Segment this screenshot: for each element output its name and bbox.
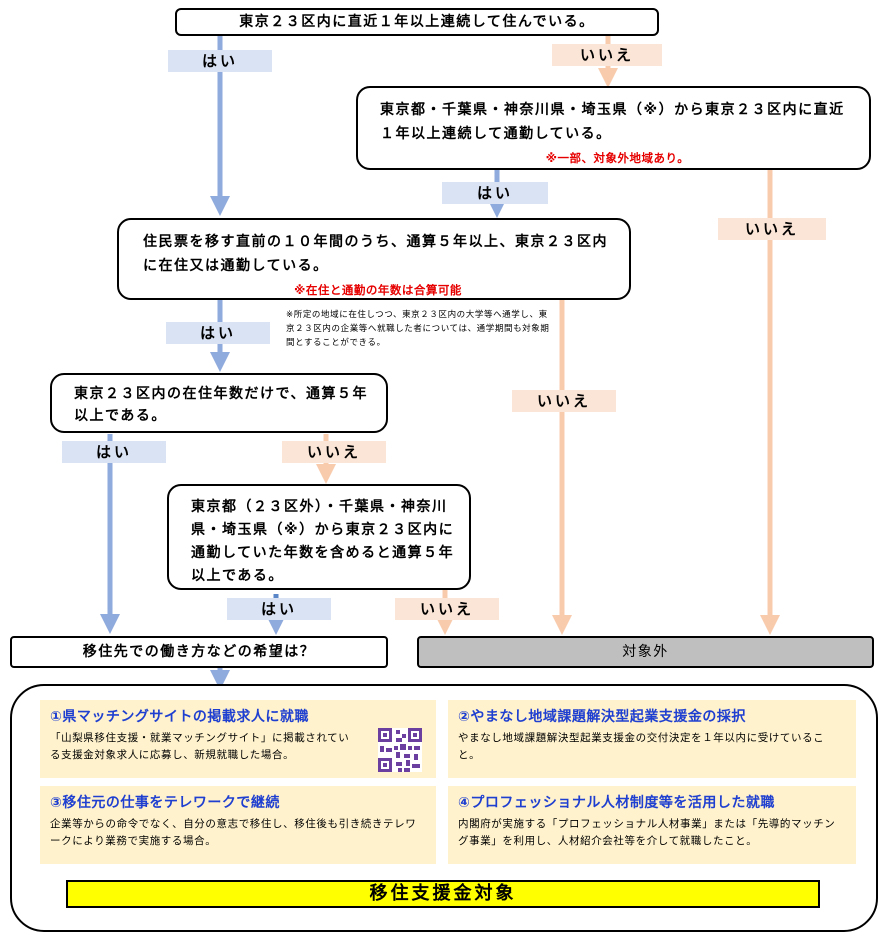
question-5-text: 東京都（２３区外）・千葉県・神奈川県・埼玉県（※）から東京２３区内に通勤していた… (191, 499, 455, 584)
option-4-text: 内閣府が実施する「プロフェッショナル人材事業」または「先導的マッチング事業」を利… (458, 818, 836, 847)
no-label-5: いいえ (395, 598, 499, 620)
option-2-text: やまなし地域課題解決型起業支援金の交付決定を１年以内に受けていること。 (458, 732, 825, 761)
question-1-text: 東京２３区内に直近１年以上連続して住んでいる。 (239, 14, 595, 30)
option-3-text: 企業等からの命令でなく、自分の意志で移住し、移住後も引き続きテレワークにより業務… (50, 818, 417, 847)
excluded-text: 対象外 (622, 644, 669, 660)
question-3-text: 住民票を移す直前の１０年間のうち、通算５年以上、東京２３区内に在住又は通勤してい… (143, 234, 608, 274)
question-6-box: 移住先での働き方などの希望は？ (10, 636, 388, 668)
question-2-text: 東京都・千葉県・神奈川県・埼玉県（※）から東京２３区内に直近１年以上連続して通勤… (380, 102, 845, 142)
excluded-box: 対象外 (417, 636, 874, 668)
option-1-text: 「山梨県移住支援・就業マッチングサイト」に掲載されている支援金対象求人に応募し、… (50, 732, 350, 761)
no-label-2: いいえ (718, 218, 826, 240)
qr-code-icon (378, 728, 422, 772)
yes-label-4: はい (62, 441, 166, 463)
question-3-box: 住民票を移す直前の１０年間のうち、通算５年以上、東京２３区内に在住又は通勤してい… (117, 218, 631, 300)
yes-label-2: はい (442, 182, 548, 204)
question-5-box: 東京都（２３区外）・千葉県・神奈川県・埼玉県（※）から東京２３区内に通勤していた… (167, 484, 471, 590)
option-4-card: ④プロフェッショナル人材制度等を活用した就職 内閣府が実施する「プロフェッショナ… (448, 786, 856, 864)
option-3-card: ③移住元の仕事をテレワークで継続 企業等からの命令でなく、自分の意志で移住し、移… (40, 786, 436, 864)
question-6-text: 移住先での働き方などの希望は？ (82, 644, 316, 660)
question-2-box: 東京都・千葉県・神奈川県・埼玉県（※）から東京２３区内に直近１年以上連続して通勤… (356, 86, 871, 170)
no-label-3: いいえ (512, 390, 616, 412)
question-4-text: 東京２３区内の在住年数だけで、通算５年以上である。 (74, 386, 368, 424)
option-2-title: ②やまなし地域課題解決型起業支援金の採択 (458, 709, 746, 725)
option-1-card: ①県マッチングサイトの掲載求人に就職 「山梨県移住支援・就業マッチングサイト」に… (40, 700, 436, 778)
option-2-card: ②やまなし地域課題解決型起業支援金の採択 やまなし地域課題解決型起業支援金の交付… (448, 700, 856, 778)
yes-label-1: はい (168, 50, 272, 72)
no-label-1: いいえ (552, 44, 662, 66)
eligible-banner: 移住支援金対象 (66, 880, 820, 908)
option-4-title: ④プロフェッショナル人材制度等を活用した就職 (458, 795, 775, 811)
option-1-title: ①県マッチングサイトの掲載求人に就職 (50, 709, 309, 725)
option-3-title: ③移住元の仕事をテレワークで継続 (50, 795, 280, 811)
yes-label-3: はい (166, 322, 270, 344)
question-3-note: ※在住と通勤の年数は合算可能 (294, 283, 462, 297)
no-label-4: いいえ (282, 441, 386, 463)
yes-label-5: はい (227, 598, 331, 620)
question-1-box: 東京２３区内に直近１年以上連続して住んでいる。 (175, 8, 659, 36)
question-2-note: ※一部、対象外地域あり。 (545, 151, 690, 165)
side-note: ※所定の地域に在住しつつ、東京２３区内の大学等へ通学し、東京２３区内の企業等へ就… (286, 310, 550, 348)
question-4-box: 東京２３区内の在住年数だけで、通算５年以上である。 (50, 373, 388, 433)
